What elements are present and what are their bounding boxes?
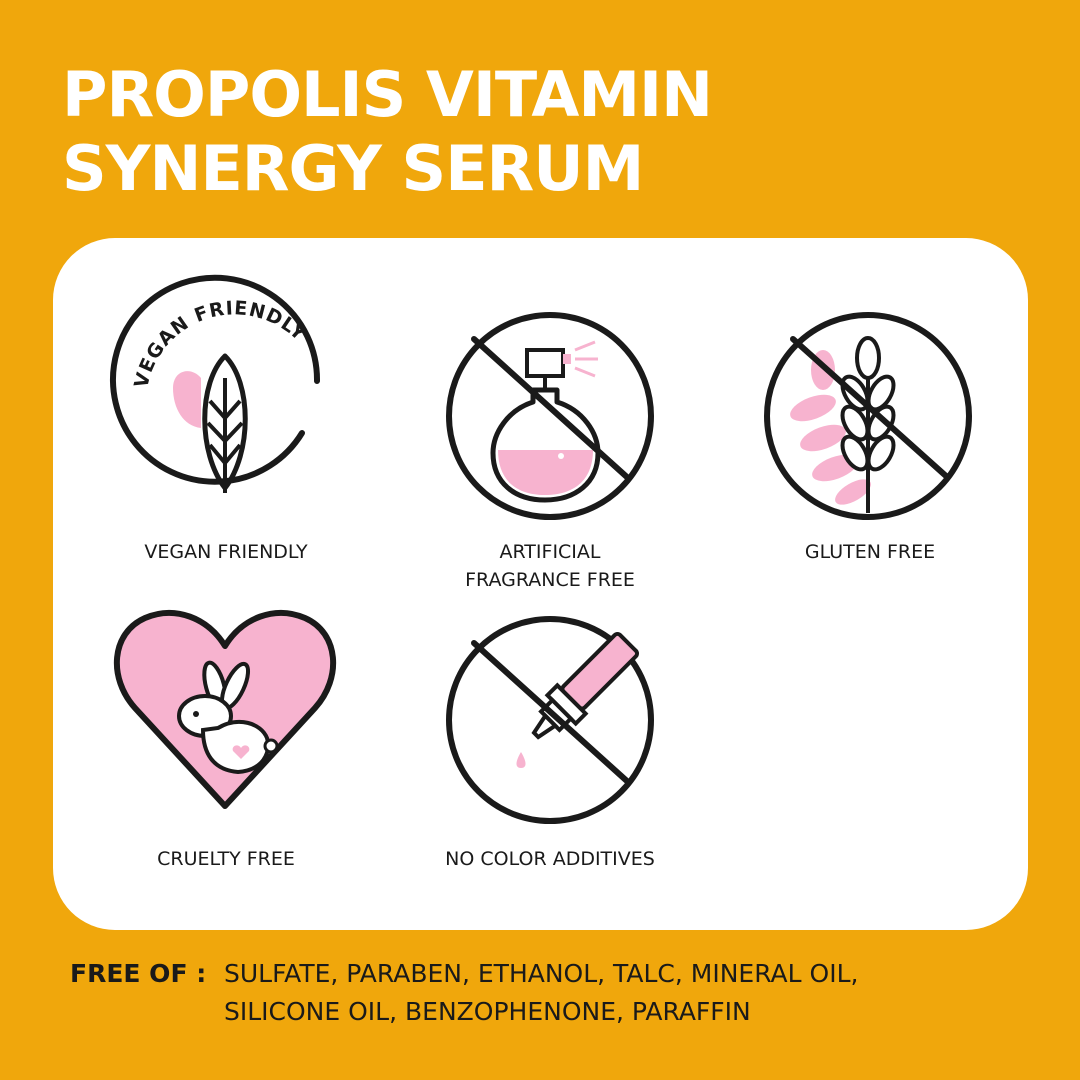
title-line-1: PROPOLIS VITAMIN — [62, 58, 713, 131]
rabbit-heart-icon — [113, 609, 337, 809]
free-of-heading: FREE OF : — [70, 959, 207, 988]
badges-card: VEGAN FRIENDLY VEGAN FRIENDLY — [53, 238, 1028, 930]
perfume-bottle-icon — [446, 312, 654, 520]
free-of-line-2: SILICONE OIL, BENZOPHENONE, PARAFFIN — [224, 997, 751, 1026]
free-of-items: SULFATE, PARABEN, ETHANOL, TALC, MINERAL… — [224, 955, 984, 1031]
wheat-icon — [764, 312, 972, 520]
leaf-icon: VEGAN FRIENDLY — [110, 274, 321, 493]
badge-label: CRUELTY FREE — [157, 848, 295, 870]
free-of-line-1: SULFATE, PARABEN, ETHANOL, TALC, MINERAL… — [224, 959, 859, 988]
dropper-icon — [446, 616, 654, 824]
badge-label: VEGAN FRIENDLY — [144, 541, 308, 563]
page-title: PROPOLIS VITAMIN SYNERGY SERUM — [62, 58, 713, 206]
badge-label: GLUTEN FREE — [804, 541, 936, 563]
badge-label: NO COLOR ADDITIVES — [445, 848, 655, 870]
title-line-2: SYNERGY SERUM — [62, 132, 644, 205]
badge-label: ARTIFICIAL FRAGRANCE FREE — [465, 541, 635, 591]
